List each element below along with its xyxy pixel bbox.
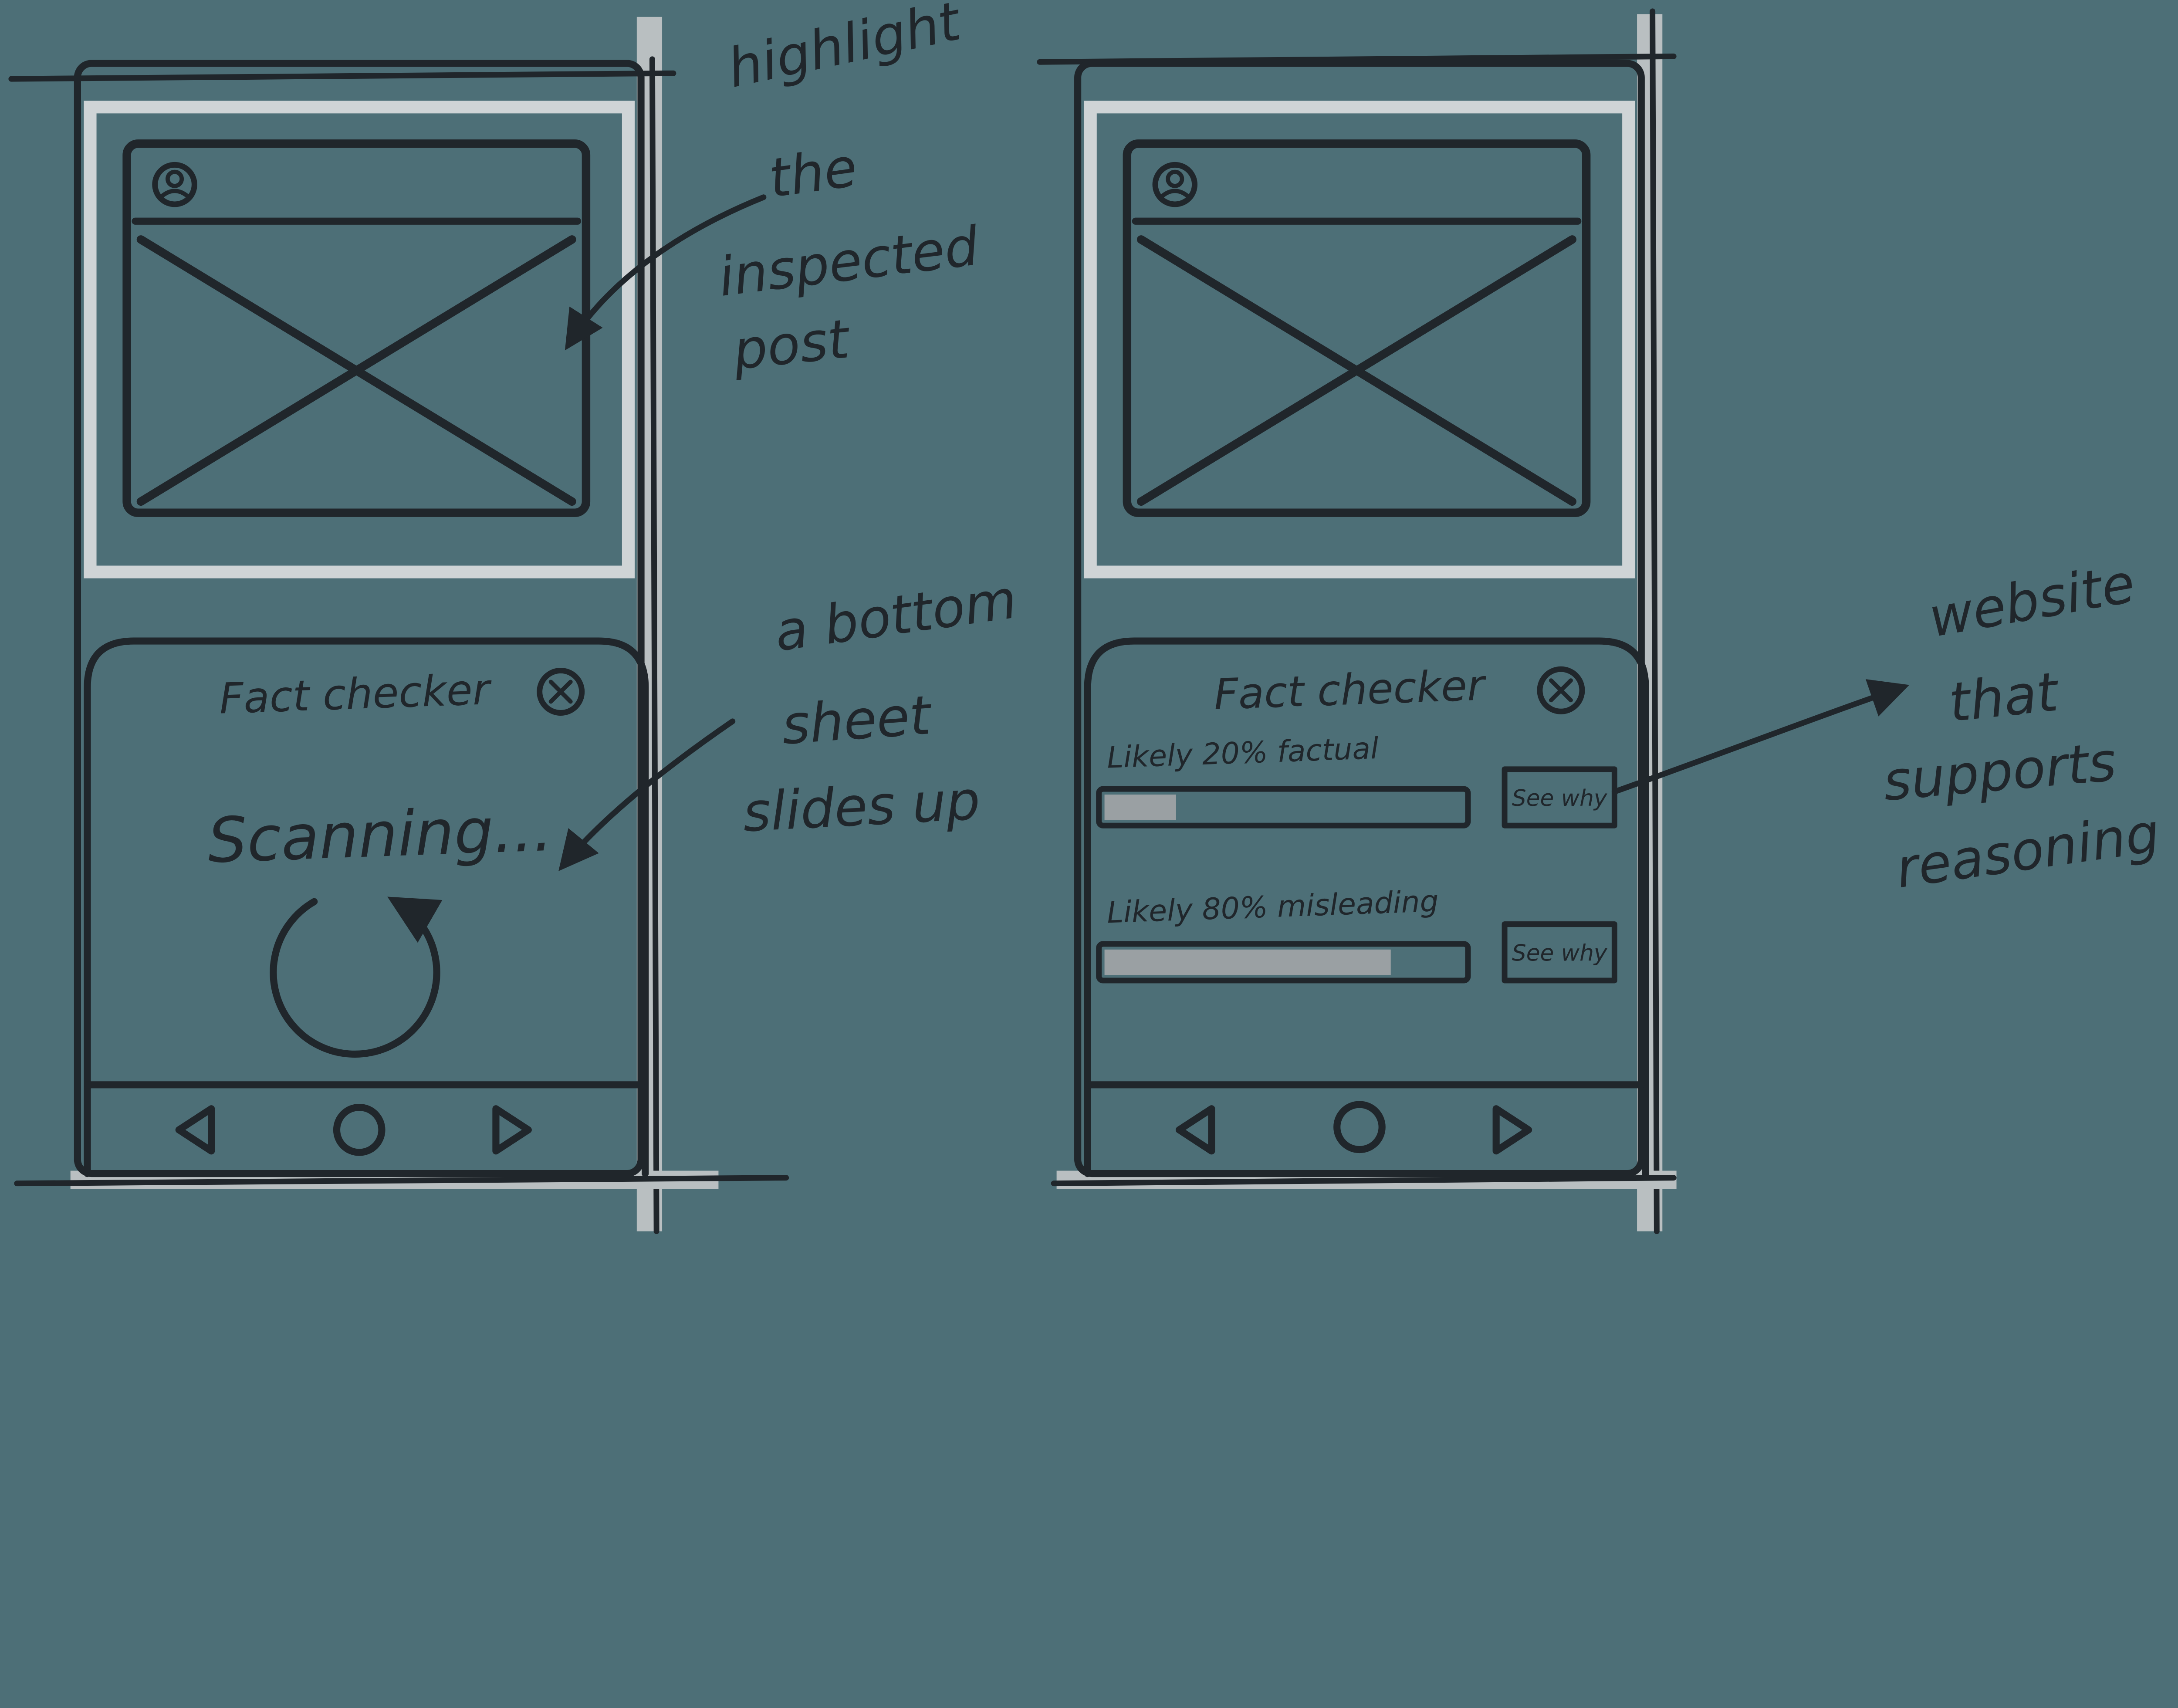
sheet-title: Fact checker [1213, 660, 1488, 719]
image-placeholder-x [136, 235, 576, 506]
annotation-see-why: website that supports reasoning [1611, 552, 2163, 900]
back-icon[interactable] [175, 1105, 215, 1155]
home-icon[interactable] [333, 1103, 386, 1156]
image-placeholder-x [1136, 235, 1577, 506]
bottom-guide-line [14, 1175, 789, 1187]
see-why-button[interactable] [1502, 766, 1617, 829]
result-label: Likely 80% misleading [1106, 884, 1439, 930]
post-highlight-frame [1084, 101, 1635, 578]
avatar-body-icon [158, 189, 191, 200]
avatar-body-icon [1159, 189, 1191, 200]
annotation-arrow [565, 194, 767, 351]
right-guide-line [1650, 8, 1660, 1234]
close-icon[interactable] [537, 667, 585, 716]
avatar-icon [1152, 162, 1198, 207]
post-card[interactable] [1123, 139, 1591, 517]
left-phone: Fact checker Scanning... [8, 17, 789, 1234]
spinner-icon [270, 896, 443, 1058]
annotation-line: a bottom [771, 568, 1020, 663]
annotation-line: the [765, 136, 861, 210]
back-icon[interactable] [1175, 1105, 1215, 1155]
forward-icon[interactable] [1492, 1105, 1532, 1155]
bottom-sheet [1084, 637, 1649, 1177]
wireframe-canvas: Fact checker Scanning... [8, 0, 2163, 1234]
home-icon[interactable] [1333, 1101, 1386, 1153]
annotation-line: sheet [780, 684, 934, 757]
annotation-line: slides up [741, 769, 982, 844]
annotation-line: post [730, 308, 853, 382]
annotation-line: supports [1880, 731, 2118, 813]
right-phone: Fact checker Likely 20% factual See why … [1037, 8, 1677, 1234]
see-why-button-label: See why [1512, 940, 1608, 967]
progress-bar [1096, 941, 1471, 984]
scanning-status: Scanning... [206, 793, 554, 877]
top-guide-line [8, 70, 676, 82]
progress-fill [1104, 949, 1391, 975]
progress-bar [1096, 786, 1471, 829]
post-highlight-frame [84, 101, 635, 578]
annotation-arrow [558, 718, 736, 871]
forward-icon[interactable] [492, 1105, 532, 1155]
result-label: Likely 20% factual [1106, 731, 1379, 775]
annotation-line: highlight [722, 0, 967, 100]
phone-frame [1074, 60, 1645, 1177]
annotation-arrow [1611, 679, 1910, 795]
progress-fill [1104, 795, 1176, 820]
annotation-bottom-sheet: a bottom sheet slides up [558, 568, 1021, 871]
avatar-icon [152, 162, 197, 207]
annotation-line: reasoning [1892, 802, 2163, 900]
annotation-line: website [1924, 552, 2139, 649]
bottom-sheet [84, 637, 649, 1177]
annotation-line: inspected [715, 215, 982, 308]
annotation-line: that [1946, 660, 2062, 734]
avatar-head-icon [1166, 169, 1184, 188]
post-card[interactable] [122, 139, 591, 517]
see-why-button-label: See why [1512, 785, 1608, 812]
close-icon[interactable] [1537, 666, 1585, 714]
sheet-title: Fact checker [219, 665, 493, 724]
bottom-guide-line [1051, 1175, 1677, 1187]
avatar-head-icon [166, 169, 184, 188]
phone-frame [74, 60, 645, 1177]
see-why-button[interactable] [1502, 921, 1617, 984]
